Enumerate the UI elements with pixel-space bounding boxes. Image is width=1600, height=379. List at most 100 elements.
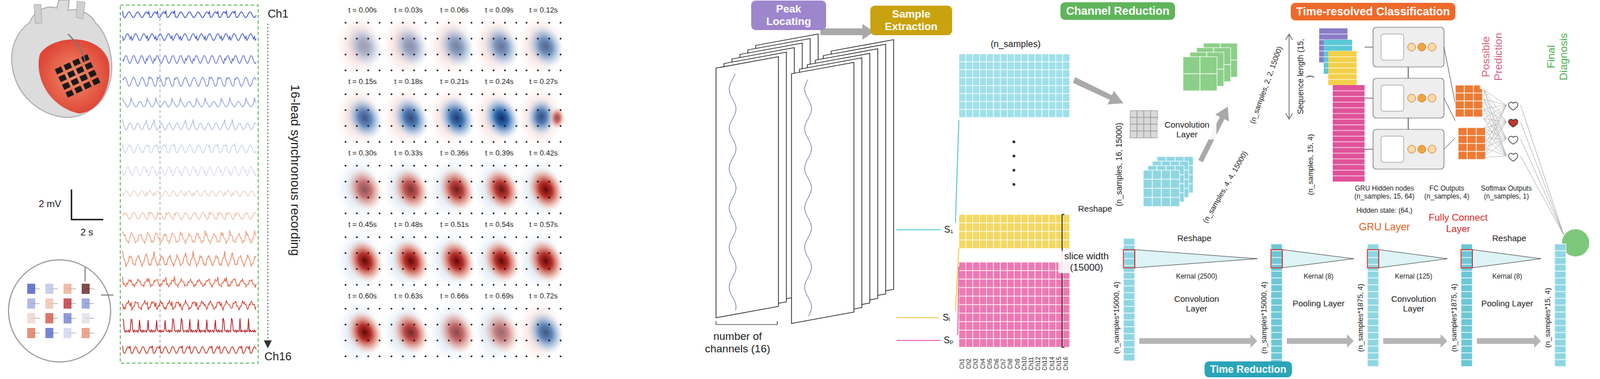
drawing-part [958, 53, 966, 62]
drawing-part [1458, 143, 1468, 152]
drawing-part [390, 212, 393, 214]
drawing-part [896, 120, 959, 230]
time-reduction [1123, 238, 1566, 367]
drawing-part [470, 93, 473, 95]
drawing-part [1021, 93, 1029, 102]
rotated-label: Ch10 [1021, 356, 1029, 371]
drawing-part [1139, 334, 1258, 348]
drawing-part [965, 69, 973, 78]
drawing-part [481, 307, 483, 310]
drawing-part [536, 93, 539, 95]
drawing-part [1034, 85, 1042, 94]
rotated-label: Ch15 [1055, 356, 1063, 371]
drawing-part [1012, 154, 1016, 158]
drawing-part [481, 21, 483, 24]
drawing-part [481, 323, 483, 326]
drawing-part [1520, 121, 1564, 235]
drawing-part [401, 53, 404, 56]
drawing-part [1034, 214, 1042, 223]
drawing-part [1367, 339, 1379, 347]
drawing-part [1270, 305, 1283, 313]
drawing-part [965, 53, 973, 62]
drawing-part [413, 251, 415, 254]
ecg-trace [122, 318, 257, 333]
drawing-part [548, 124, 550, 127]
drawing-part [367, 69, 369, 71]
annotation-label: Hidden state: (64,) [1355, 207, 1414, 216]
drawing-part [344, 69, 347, 71]
annotation-label: t = 0.27s [528, 77, 559, 87]
drawing-part [413, 339, 415, 341]
drawing-part [1170, 179, 1180, 189]
drawing-part [525, 93, 528, 95]
drawing-part [1007, 85, 1014, 94]
drawing-part [68, 34, 86, 63]
ecg-traces [120, 5, 272, 364]
drawing-part [1000, 304, 1008, 314]
drawing-part [447, 37, 450, 40]
drawing-part [390, 339, 393, 341]
drawing-part [1062, 338, 1070, 348]
drawing-part [1034, 321, 1042, 331]
drawing-part [548, 236, 550, 238]
heart-icon [1508, 119, 1518, 128]
drawing-part [1007, 279, 1014, 288]
drawing-part [965, 109, 973, 118]
drawing-part [965, 321, 973, 331]
drawing-part [1000, 101, 1008, 110]
drawing-part [1417, 94, 1426, 103]
drawing-part [1000, 61, 1008, 70]
drawing-part [993, 77, 1001, 86]
drawing-part [1554, 339, 1566, 347]
drawing-part [1270, 298, 1283, 306]
drawing-part [1373, 27, 1444, 67]
drawing-part [79, 73, 88, 82]
drawing-part [344, 212, 347, 214]
drawing-part [503, 93, 506, 95]
drawing-part [503, 108, 506, 111]
drawing-part [45, 327, 54, 339]
drawing-part [76, 1, 86, 20]
drawing-part [447, 251, 450, 254]
drawing-part [1007, 304, 1014, 314]
drawing-part [1028, 304, 1035, 314]
drawing-part [1123, 258, 1135, 266]
drawing-part [481, 69, 483, 71]
drawing-part [1483, 104, 1507, 129]
channel-reduction [1130, 43, 1238, 207]
drawing-part [344, 251, 347, 254]
drawing-part [470, 283, 473, 286]
annotation-label: Reshape [1176, 233, 1213, 243]
drawing-part [436, 283, 439, 286]
drawing-part [1021, 262, 1029, 271]
drawing-part [1367, 284, 1379, 292]
drawing-part [1460, 250, 1473, 258]
drawing-part [1062, 231, 1070, 240]
drawing-part [1476, 135, 1486, 144]
drawing-part [367, 251, 369, 254]
drawing-part [1367, 278, 1379, 285]
drawing-part [470, 124, 473, 127]
drawing-part [344, 53, 347, 56]
drawing-part [1483, 118, 1507, 157]
drawing-part [1049, 61, 1056, 70]
drawing-part [390, 124, 393, 127]
drawing-part [1554, 352, 1566, 360]
drawing-part [1483, 104, 1507, 148]
drawing-part [470, 108, 473, 111]
drawing-part [413, 196, 415, 199]
drawing-part [986, 304, 994, 314]
drawing-part [1007, 214, 1014, 223]
drawing-part [344, 196, 347, 199]
drawing-part [972, 313, 980, 322]
drawing-part [1182, 56, 1200, 74]
drawing-part [436, 93, 439, 95]
drawing-part [1014, 313, 1022, 322]
drawing-part [965, 214, 973, 223]
drawing-part [559, 108, 562, 111]
drawing-part [1014, 270, 1022, 280]
annotation-label: 2 s [79, 226, 95, 239]
annotation-label: t = 0.69s [483, 292, 515, 301]
drawing-part [367, 267, 369, 270]
drawing-part [1014, 296, 1022, 305]
